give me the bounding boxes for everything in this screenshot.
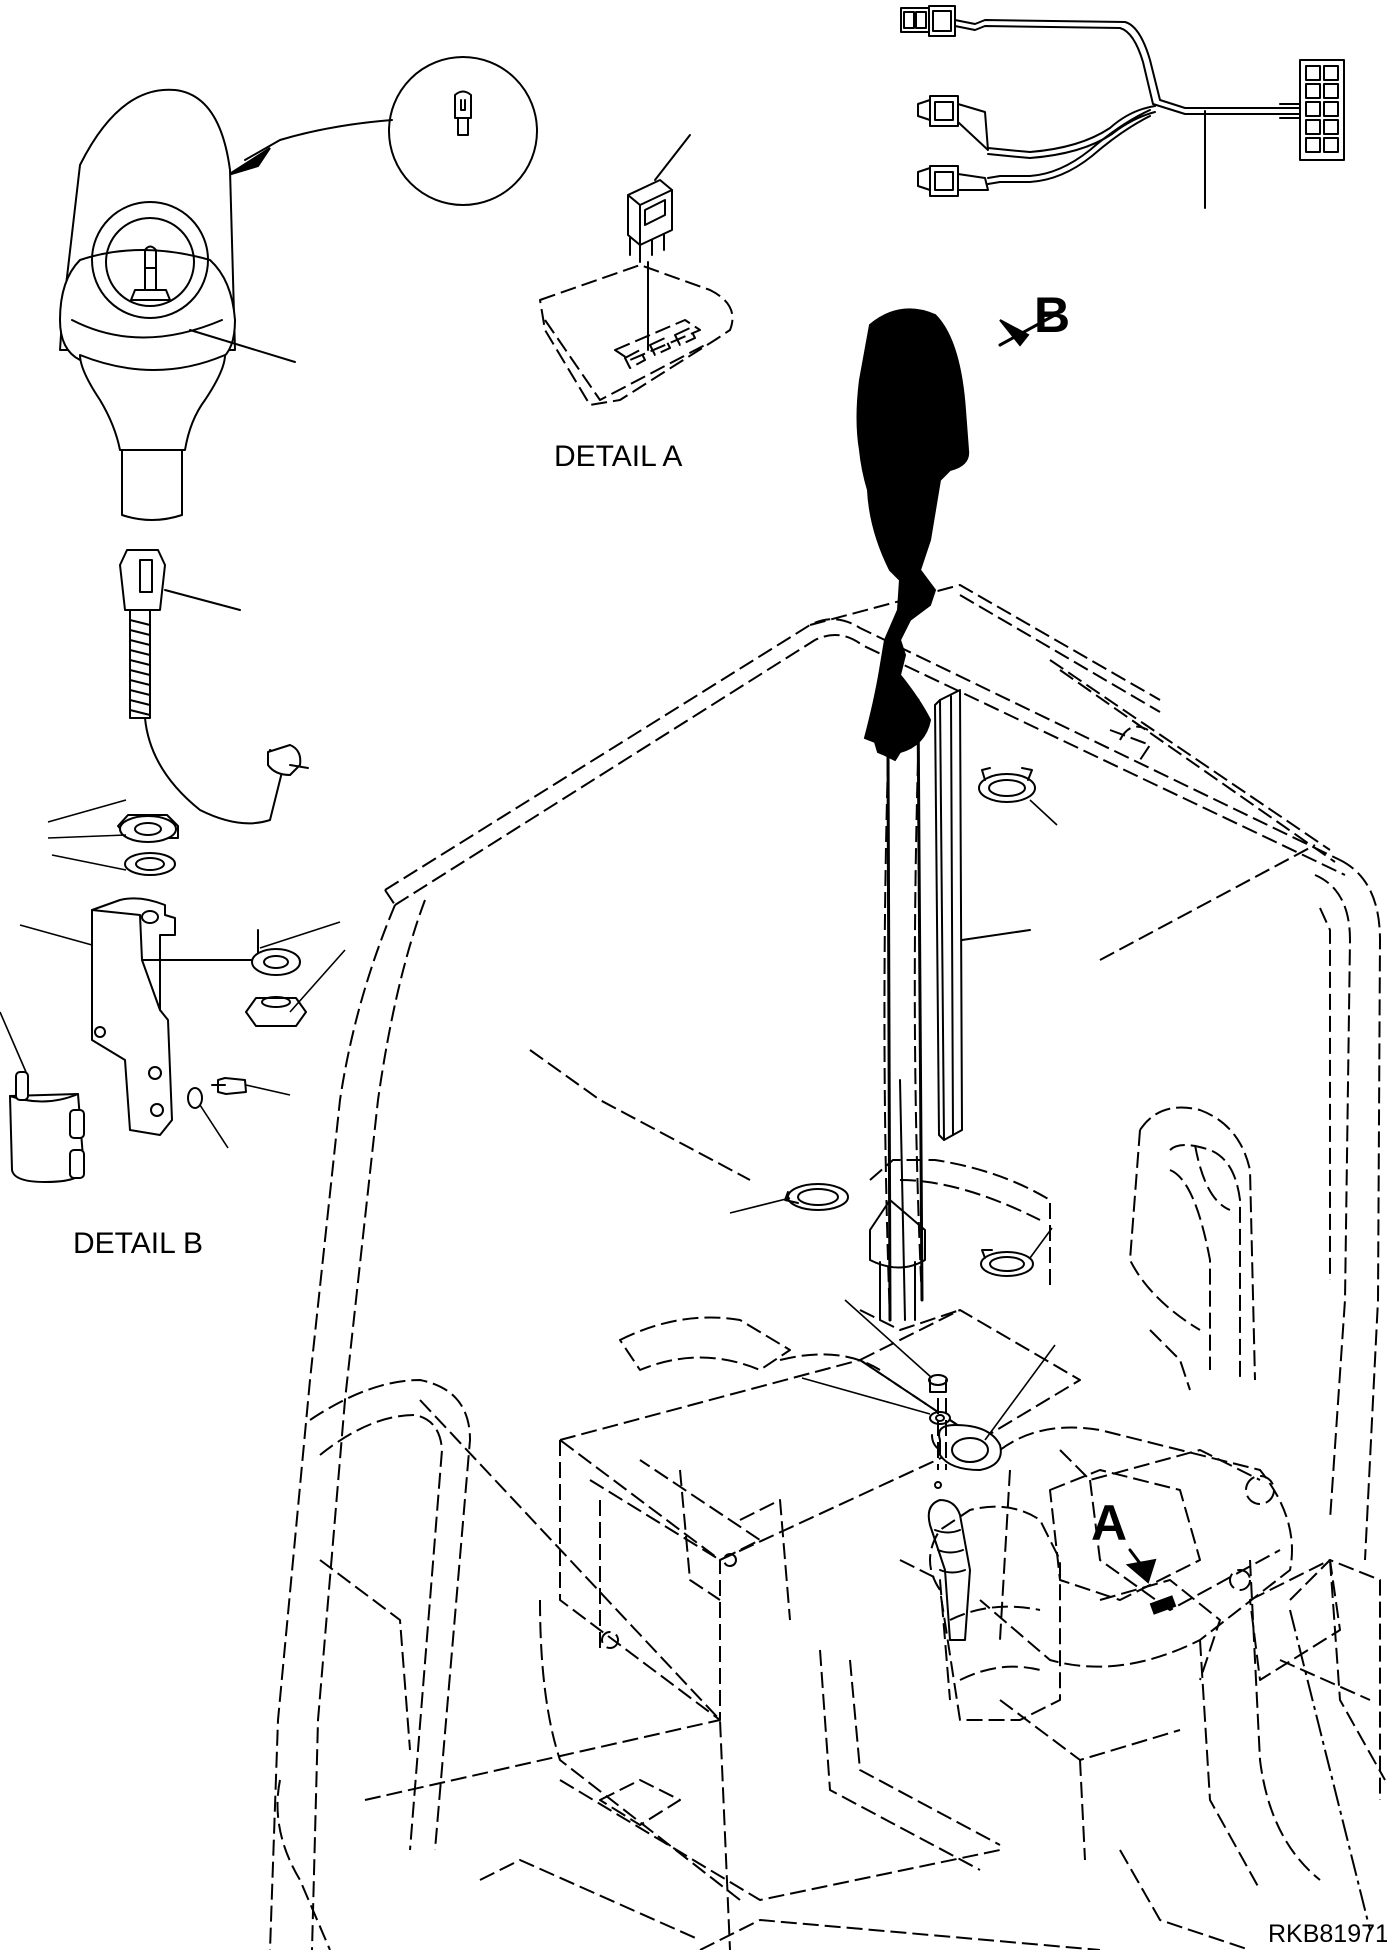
detail-a-switch [539, 134, 734, 406]
detail-b-label: DETAIL B [73, 1227, 204, 1260]
post-fasteners [801, 1299, 1056, 1489]
detail-a-label: DETAIL A [554, 440, 683, 473]
beacon-lamp [59, 56, 538, 521]
beacon-mount-parts [0, 549, 346, 1183]
callout-a-arrow [1125, 1548, 1157, 1584]
hose-clamps [729, 767, 1058, 1277]
beacon-post [856, 308, 1057, 1331]
callout-a-letter: A [1091, 1495, 1128, 1551]
drawing-code: RKB81971 [1268, 1920, 1387, 1948]
callout-b-letter: B [1034, 287, 1071, 343]
control-console [927, 1469, 1341, 1721]
canopy-frame [269, 584, 1386, 1950]
wiper-blade [934, 689, 1031, 1141]
wiring-harness [900, 5, 1345, 209]
